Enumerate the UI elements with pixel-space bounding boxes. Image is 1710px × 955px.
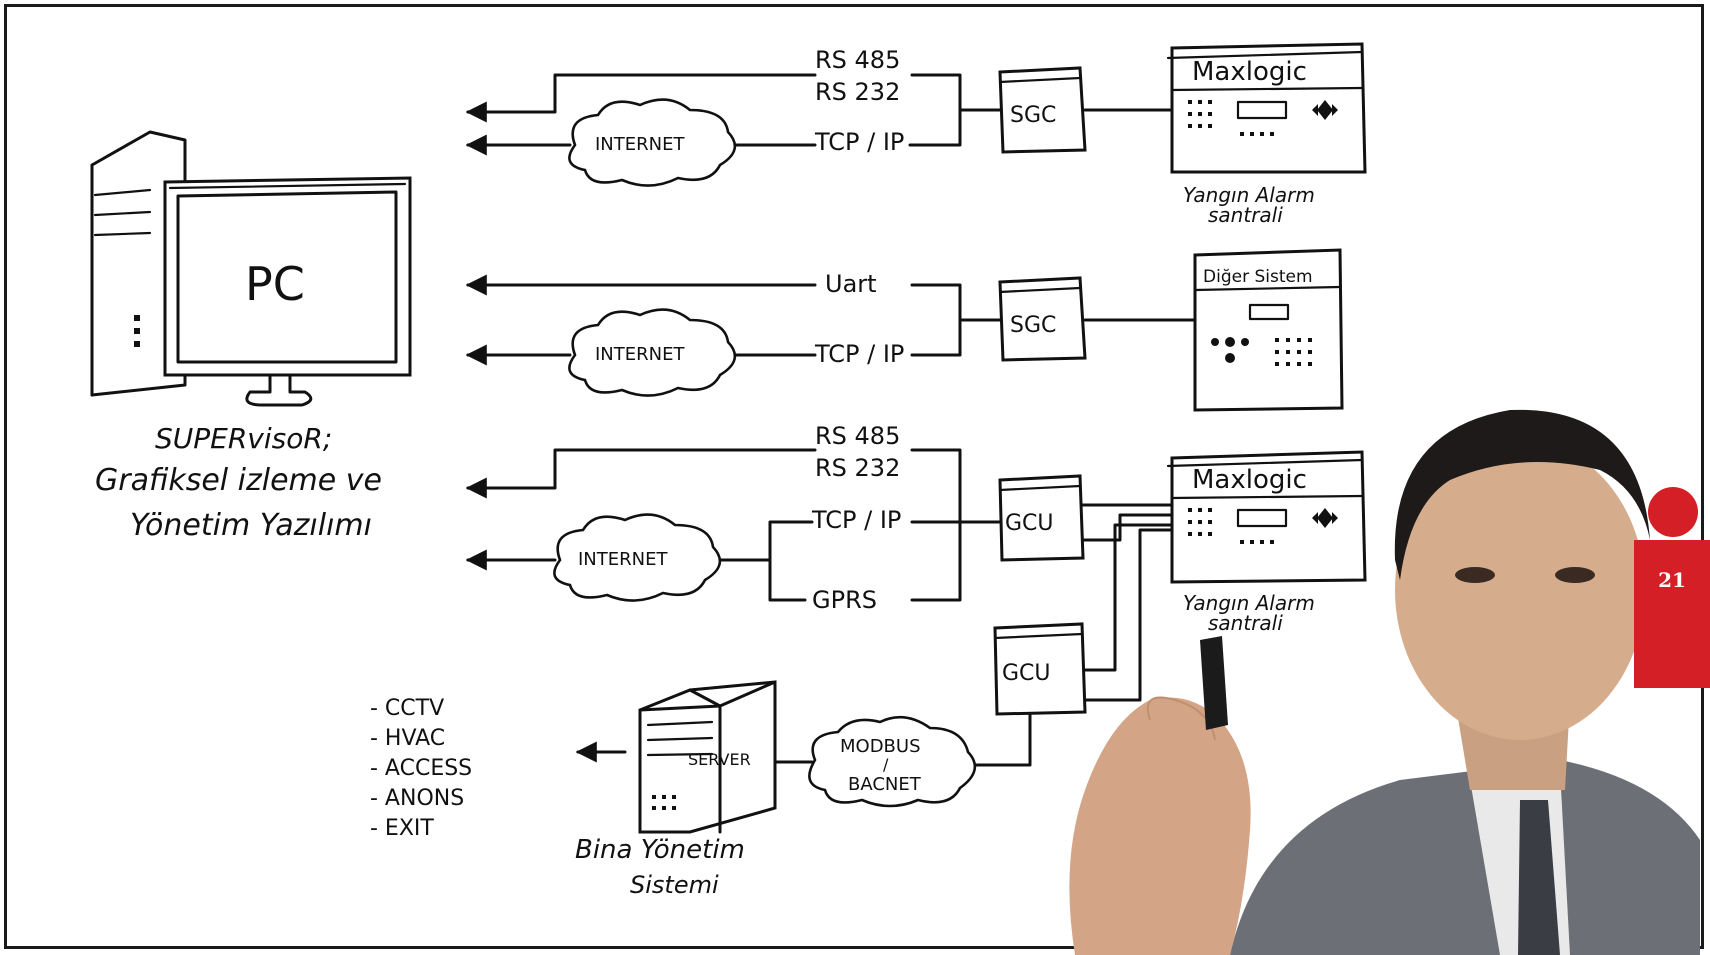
bms-caption-b: Sistemi	[630, 871, 719, 899]
bms-connections	[575, 712, 1032, 767]
bms-list-item: - ANONS	[370, 786, 464, 811]
row3-rs232-label: RS 232	[815, 454, 900, 482]
supervisor-line3: Yönetim Yazılımı	[130, 508, 372, 543]
row3-rs485-label: RS 485	[815, 422, 900, 450]
row1-internet-label: INTERNET	[595, 134, 685, 155]
row1-sgc-box	[998, 66, 1087, 154]
row3-internet-cloud-icon	[553, 513, 722, 602]
modbus-bacnet-separator: /	[883, 755, 889, 774]
row3-internet-label: INTERNET	[578, 549, 668, 570]
bms-list-item: - ACCESS	[370, 756, 472, 781]
presenter-photo	[1069, 409, 1700, 955]
server-icon	[638, 680, 777, 834]
slide-frame	[4, 4, 1704, 949]
row2-sgc-label: SGC	[1010, 313, 1056, 338]
row1-rs485-label: RS 485	[815, 46, 900, 74]
bms-list-item: - HVAC	[370, 726, 445, 751]
row1-panel-caption-b: santrali	[1208, 203, 1283, 227]
row1-panel-title: Maxlogic	[1192, 57, 1307, 87]
row2-internet-cloud-icon	[568, 308, 737, 397]
row3-gcu2-box	[993, 622, 1087, 716]
row1-panel-caption-a: Yangın Alarm	[1183, 183, 1315, 207]
row3-maxlogic-panel-icon	[1166, 450, 1367, 584]
row2-panel-title: Diğer Sistem	[1203, 267, 1313, 287]
bms-list-item: - CCTV	[370, 696, 444, 721]
row2-tcpip-label: TCP / IP	[814, 340, 904, 368]
row3-gprs-label: GPRS	[812, 586, 877, 614]
bms-caption-a: Bina Yönetim	[575, 835, 745, 865]
modbus-label: MODBUS	[840, 736, 921, 757]
row3-gcu-box	[998, 474, 1085, 562]
row2-internet-label: INTERNET	[595, 344, 685, 365]
row3-connections	[465, 448, 1174, 702]
bacnet-label: BACNET	[848, 774, 922, 795]
page-number-badge: 21	[1634, 540, 1710, 688]
supervisor-line1: SUPERvisoR;	[155, 422, 332, 455]
row2-other-system-panel-icon	[1193, 248, 1344, 412]
row3-tcpip-label: TCP / IP	[811, 506, 901, 534]
pc-computer-icon: PC	[90, 130, 412, 407]
row1-tcpip-label: TCP / IP	[814, 128, 904, 156]
page-badge-dot	[1648, 487, 1698, 537]
row3-panel-caption-b: santrali	[1208, 611, 1283, 635]
supervisor-line2: Grafiksel izleme ve	[95, 463, 382, 498]
row3-panel-title: Maxlogic	[1192, 465, 1307, 495]
row3-gcu-label: GCU	[1005, 511, 1054, 536]
row1-sgc-label: SGC	[1010, 103, 1056, 128]
row1-internet-cloud-icon	[568, 98, 737, 187]
row3-panel-caption-a: Yangın Alarm	[1183, 591, 1315, 615]
modbus-bacnet-cloud-icon	[808, 715, 977, 808]
bms-list-item: - EXIT	[370, 816, 434, 841]
pc-label: PC	[245, 257, 305, 311]
row2-connections	[465, 274, 1197, 366]
server-label: SERVER	[688, 750, 751, 769]
row2-sgc-box	[998, 276, 1087, 362]
row3-gcu2-label: GCU	[1002, 661, 1051, 686]
row1-rs232-label: RS 232	[815, 78, 900, 106]
page-number: 21	[1658, 568, 1686, 592]
row1-connections	[465, 73, 1172, 156]
row1-maxlogic-panel-icon	[1166, 42, 1367, 174]
row2-uart-label: Uart	[825, 270, 877, 298]
